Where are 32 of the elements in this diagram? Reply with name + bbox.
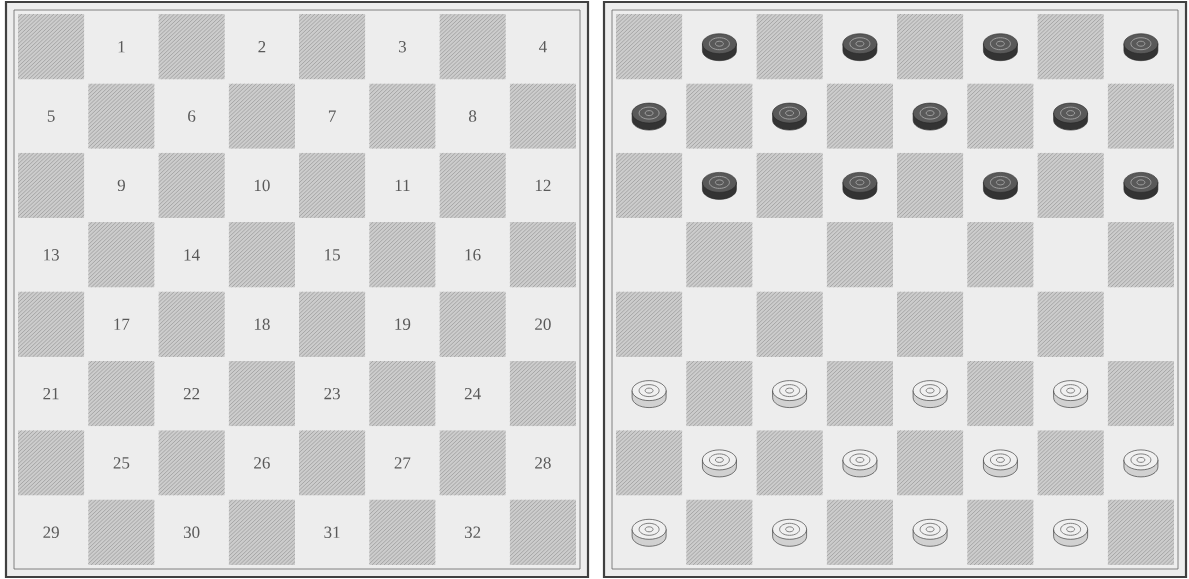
square-number: 20 xyxy=(535,318,551,330)
square-number: 5 xyxy=(47,110,55,122)
square-number: 3 xyxy=(398,41,406,53)
square-number: 2 xyxy=(258,41,266,53)
square-number: 7 xyxy=(328,110,336,122)
square-number: 29 xyxy=(43,526,59,538)
square-number: 24 xyxy=(464,387,481,400)
square-number: 31 xyxy=(324,526,340,538)
square-number: 11 xyxy=(395,179,410,191)
square-number: 22 xyxy=(183,387,200,400)
square-number: 6 xyxy=(188,110,196,122)
square-number: 8 xyxy=(469,110,477,122)
square-number: 12 xyxy=(535,179,551,192)
square-number: 25 xyxy=(113,457,130,469)
square-number: 17 xyxy=(114,318,130,330)
square-number: 9 xyxy=(117,179,125,192)
square-number: 26 xyxy=(254,457,270,469)
square-number: 15 xyxy=(325,249,340,261)
square-number: 13 xyxy=(44,249,59,261)
square-number: 27 xyxy=(394,457,411,469)
square-number: 1 xyxy=(118,41,125,53)
square-number: 10 xyxy=(254,179,270,192)
square-number: 19 xyxy=(395,318,411,330)
square-number: 30 xyxy=(183,526,200,539)
square-number: 23 xyxy=(324,387,340,400)
square-number: 18 xyxy=(254,318,270,330)
square-number: 21 xyxy=(43,387,59,400)
square-number: 4 xyxy=(539,41,547,53)
square-number: 14 xyxy=(184,249,200,261)
square-number: 28 xyxy=(535,457,551,469)
square-number: 32 xyxy=(464,526,481,538)
square-number: 16 xyxy=(465,249,481,261)
